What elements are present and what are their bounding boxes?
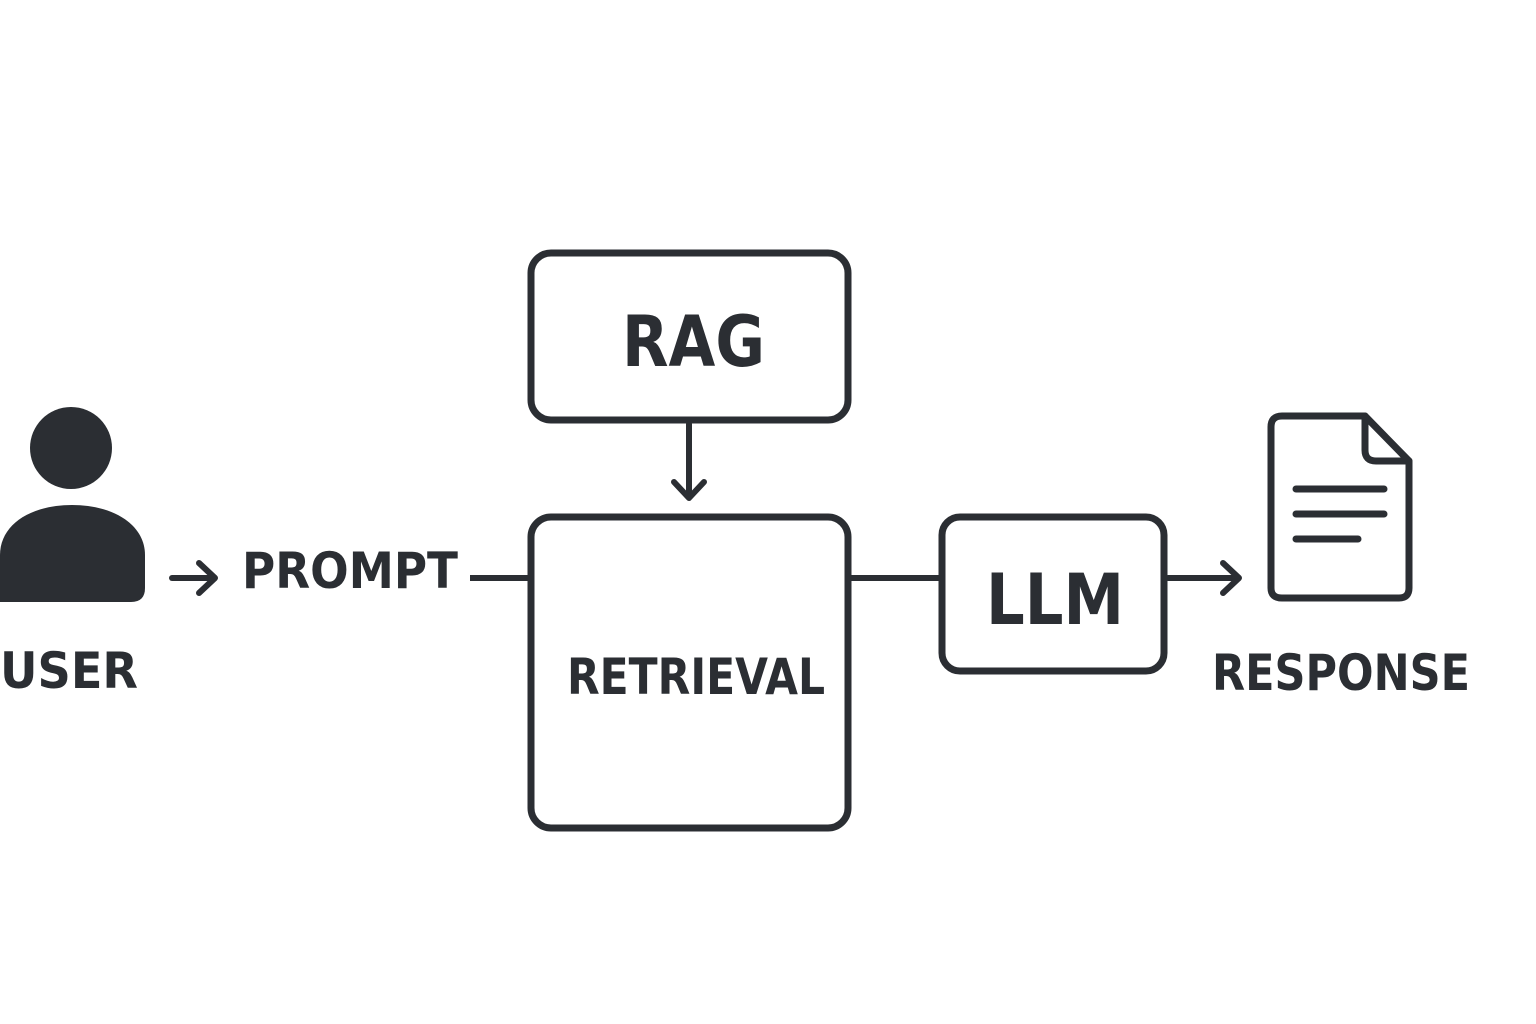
user-label: USER [0,642,138,700]
rag-box [527,249,852,424]
arrow-user-to-prompt [169,560,218,596]
rag-label: RAG [622,301,765,383]
response-label: RESPONSE [1212,644,1470,702]
arrow-rag-to-retrieval [671,421,707,501]
user-icon [0,407,145,602]
prompt-label: PROMPT [242,542,458,600]
llm-box [938,513,1168,675]
retrieval-box [527,513,852,832]
document-icon [1267,412,1413,602]
llm-label: LLM [986,559,1124,641]
arrow-llm-to-response [1165,560,1242,596]
retrieval-label: RETRIEVAL [567,648,825,706]
